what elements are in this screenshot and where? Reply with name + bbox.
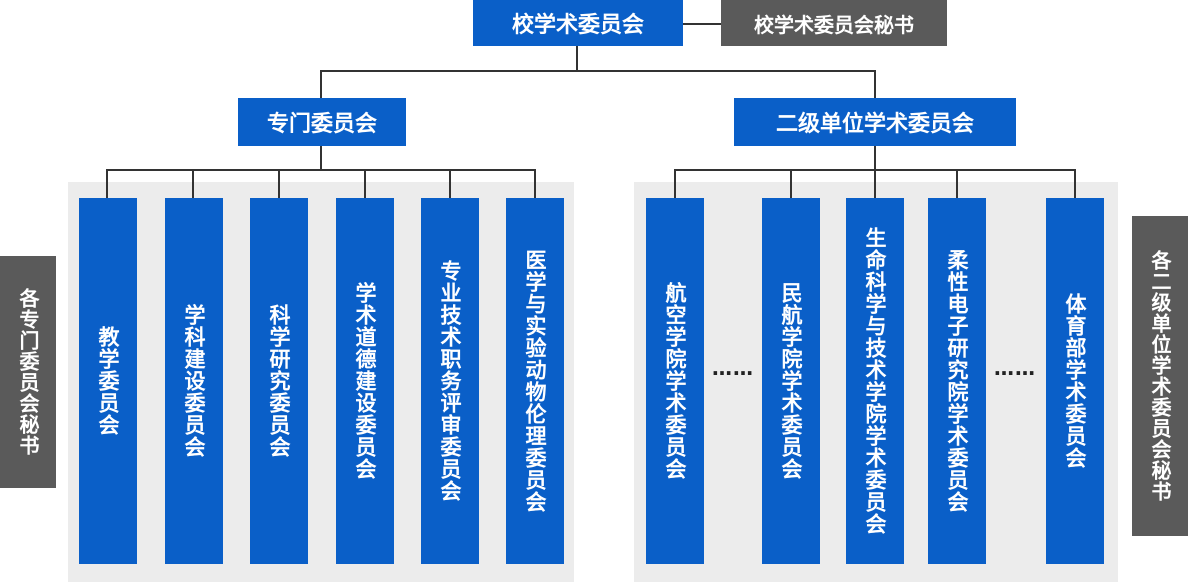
top-committee-label: 校学术委员会 <box>511 13 644 38</box>
committee-teaching: 教学委员会 <box>79 198 137 564</box>
connector-right-drop <box>674 169 676 199</box>
left-branch-box: 专门委员会 <box>238 98 406 146</box>
left-secretary-label: 各专门委员会秘书 <box>16 288 40 456</box>
connector-right-drop <box>790 169 792 199</box>
connector-left-drop <box>192 169 194 199</box>
committee-ethics: 学术道德建设委员会 <box>336 198 394 564</box>
committee-label: 教学委员会 <box>96 326 120 436</box>
connector-top-secretary <box>683 23 721 25</box>
connector-right-stem <box>874 146 876 170</box>
connector-left-drop <box>534 169 536 199</box>
left-panel <box>68 182 574 582</box>
committee-sports: 体育部学术委员会 <box>1046 198 1104 564</box>
connector-right-branch-down <box>874 70 876 98</box>
connector-right-drop <box>874 169 876 199</box>
ellipsis: …… <box>994 356 1036 380</box>
committee-aviation: 航空学院学术委员会 <box>646 198 704 564</box>
committee-label: 专业技术职务评审委员会 <box>438 260 462 502</box>
top-committee-box: 校学术委员会 <box>473 0 683 46</box>
connector-left-drop <box>278 169 280 199</box>
committee-label: 生命科学与技术学院学术委员会 <box>863 227 887 535</box>
committee-flexible-electronics: 柔性电子研究院学术委员会 <box>928 198 986 564</box>
committee-label: 科学研究委员会 <box>267 304 291 458</box>
committee-discipline: 学科建设委员会 <box>165 198 223 564</box>
committee-label: 柔性电子研究院学术委员会 <box>945 249 969 513</box>
committee-research: 科学研究委员会 <box>250 198 308 564</box>
ellipsis: …… <box>712 356 754 380</box>
connector-left-bus <box>106 169 536 171</box>
connector-left-branch-down <box>320 70 322 98</box>
connector-top-down <box>576 46 578 71</box>
right-branch-box: 二级单位学术委员会 <box>734 98 1016 146</box>
committee-civil-aviation: 民航学院学术委员会 <box>762 198 820 564</box>
committee-label: 学科建设委员会 <box>182 304 206 458</box>
committee-animal-ethics: 医学与实验动物伦理委员会 <box>506 198 564 564</box>
connector-right-drop <box>956 169 958 199</box>
committee-title-review: 专业技术职务评审委员会 <box>421 198 479 564</box>
connector-left-drop <box>364 169 366 199</box>
connector-left-drop <box>106 169 108 199</box>
top-secretary-label: 校学术委员会秘书 <box>754 12 914 37</box>
committee-label: 航空学院学术委员会 <box>663 282 687 480</box>
connector-right-drop <box>1074 169 1076 199</box>
right-secretary-box: 各二级单位学术委员会秘书 <box>1132 216 1188 536</box>
right-branch-label: 二级单位学术委员会 <box>775 112 974 137</box>
left-secretary-box: 各专门委员会秘书 <box>0 256 56 488</box>
committee-label: 体育部学术委员会 <box>1063 293 1087 469</box>
committee-label: 医学与实验动物伦理委员会 <box>523 249 547 513</box>
committee-life-science: 生命科学与技术学院学术委员会 <box>846 198 904 564</box>
connector-branch-horizontal <box>320 70 876 72</box>
connector-left-drop <box>449 169 451 199</box>
connector-left-stem <box>320 146 322 170</box>
committee-label: 学术道德建设委员会 <box>353 282 377 480</box>
right-secretary-label: 各二级单位学术委员会秘书 <box>1148 250 1172 502</box>
top-secretary-box: 校学术委员会秘书 <box>721 0 947 46</box>
left-branch-label: 专门委员会 <box>266 112 377 137</box>
committee-label: 民航学院学术委员会 <box>779 282 803 480</box>
